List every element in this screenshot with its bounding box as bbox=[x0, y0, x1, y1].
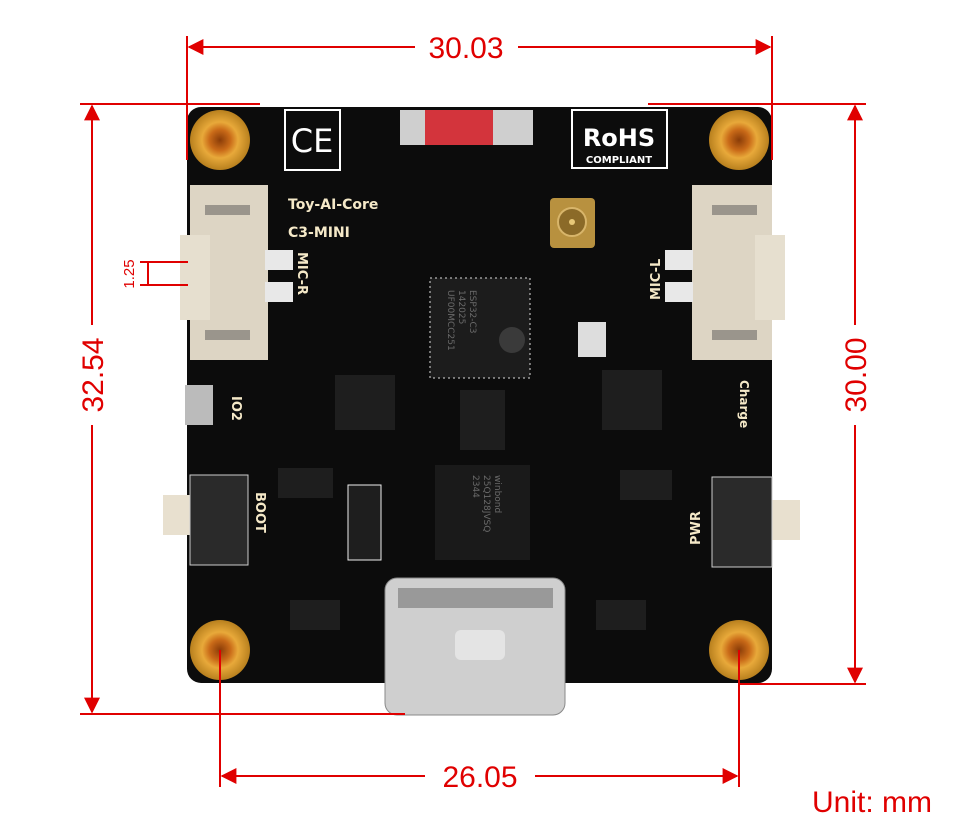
pcb-board: CE RoHS COMPLIANT Toy-AI-Core C3-MINI MI… bbox=[163, 107, 800, 716]
dimension-pin-pitch: 1.25 bbox=[121, 259, 188, 289]
svg-text:COMPLIANT: COMPLIANT bbox=[586, 155, 652, 166]
transistor bbox=[290, 600, 340, 630]
flash-chip: winbond 25Q128JVSQ 2344 bbox=[435, 465, 530, 560]
dimension-left-height: 32.54 bbox=[77, 103, 405, 715]
transistor bbox=[620, 470, 672, 500]
crystal bbox=[578, 322, 606, 357]
unit-label: Unit: mm bbox=[812, 786, 932, 819]
led bbox=[185, 385, 213, 425]
svg-text:142025: 142025 bbox=[456, 290, 466, 324]
boot-button[interactable] bbox=[163, 474, 249, 566]
mic-l-label: MIC-L bbox=[649, 259, 664, 300]
transistor bbox=[596, 600, 646, 630]
usb-c-port bbox=[384, 577, 566, 716]
charge-label: Charge bbox=[737, 380, 751, 428]
ce-mark: CE bbox=[284, 109, 341, 171]
svg-text:30.03: 30.03 bbox=[428, 32, 503, 65]
diode bbox=[347, 484, 382, 561]
mounting-hole bbox=[709, 110, 769, 170]
svg-text:2344: 2344 bbox=[470, 475, 480, 498]
board-name: Toy-AI-Core bbox=[288, 197, 378, 213]
svg-text:25Q128JVSQ: 25Q128JVSQ bbox=[481, 475, 491, 532]
boot-label: BOOT bbox=[252, 492, 267, 533]
mounting-hole bbox=[190, 110, 250, 170]
io2-label: IO2 bbox=[228, 396, 243, 421]
svg-text:1.25: 1.25 bbox=[121, 259, 138, 288]
antenna-connector bbox=[550, 198, 595, 248]
transistor bbox=[278, 468, 333, 498]
ic-chip bbox=[602, 370, 662, 430]
svg-text:CE: CE bbox=[291, 122, 334, 160]
mic-r-connector bbox=[180, 185, 293, 360]
fuse-component bbox=[400, 110, 533, 145]
dimension-hole-spacing: 26.05 bbox=[219, 650, 740, 794]
ic-chip bbox=[335, 375, 395, 430]
rohs-mark: RoHS COMPLIANT bbox=[571, 109, 668, 169]
svg-text:26.05: 26.05 bbox=[442, 761, 517, 794]
ic-chip bbox=[460, 390, 505, 450]
esp32-chip: ESP32-C3 142025 UF00MCC251 bbox=[429, 277, 531, 379]
board-model: C3-MINI bbox=[288, 225, 350, 241]
mic-l-connector bbox=[665, 185, 785, 360]
mic-r-label: MIC-R bbox=[294, 252, 309, 295]
svg-text:30.00: 30.00 bbox=[840, 337, 873, 412]
svg-text:ESP32-C3: ESP32-C3 bbox=[467, 290, 477, 334]
svg-text:UF00MCC251: UF00MCC251 bbox=[445, 290, 455, 351]
dimension-top-width: 30.03 bbox=[186, 32, 773, 160]
dimension-right-height: 30.00 bbox=[648, 103, 873, 685]
svg-text:32.54: 32.54 bbox=[77, 337, 110, 412]
svg-text:winbond: winbond bbox=[492, 475, 502, 513]
svg-text:RoHS: RoHS bbox=[583, 124, 655, 152]
pwr-button[interactable] bbox=[711, 476, 800, 568]
pwr-label: PWR bbox=[689, 511, 704, 545]
